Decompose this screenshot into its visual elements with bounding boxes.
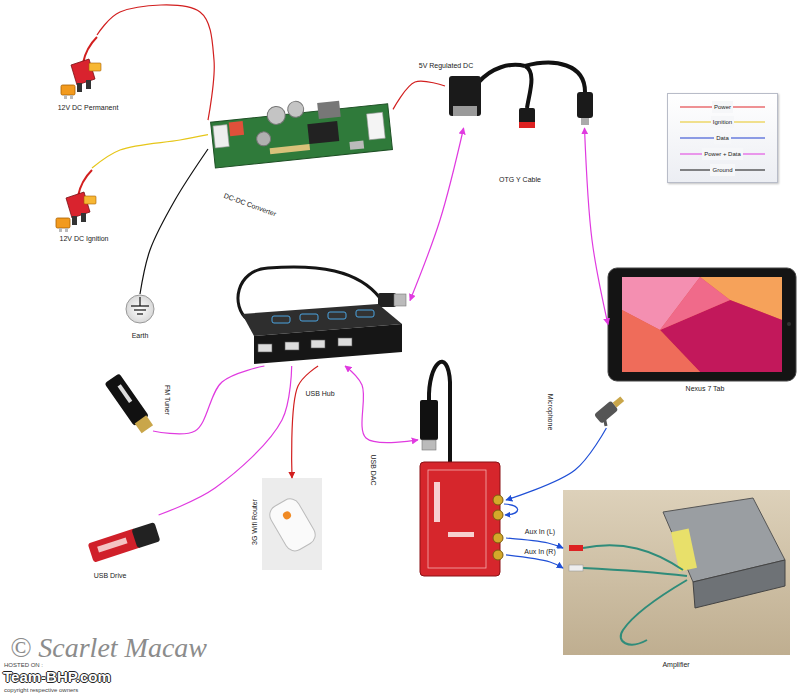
wire-connector xyxy=(92,135,208,168)
device-node: DC-DC Converter xyxy=(208,95,393,167)
device-node: 12V DC Permanent xyxy=(55,35,115,100)
loopback-arrow xyxy=(504,504,518,515)
wire-connector xyxy=(393,81,445,109)
device-node: USB DAC xyxy=(418,352,506,578)
otg-y-cable xyxy=(449,63,593,128)
watermark-text: HOSTED ON : xyxy=(4,662,43,668)
device-node: Earth xyxy=(125,294,155,324)
device-caption: USB Hub xyxy=(305,390,334,398)
wire-connector xyxy=(159,366,292,515)
legend-row: Power xyxy=(668,101,777,113)
device-node: Nexus 7 Tab xyxy=(608,268,796,381)
wire-connector xyxy=(506,538,563,548)
wire-connector xyxy=(153,366,264,434)
earth-symbol xyxy=(126,295,154,323)
wire-connector xyxy=(97,5,214,120)
device-caption: Earth xyxy=(132,332,149,340)
device-caption: 12V DC Permanent xyxy=(58,104,119,112)
usb-dac-picture xyxy=(420,362,503,576)
device-caption: 3G Wifi Router xyxy=(251,499,259,545)
legend-text: Power + Data xyxy=(702,148,743,160)
legend-text: Power xyxy=(712,101,733,113)
legend-text: Ignition xyxy=(711,116,734,128)
device-caption: USB DAC xyxy=(369,454,377,485)
usb-hub-picture xyxy=(238,267,406,364)
device-caption: USB Drive xyxy=(94,572,127,580)
device-caption: Amplifier xyxy=(662,661,689,669)
device-node: 3G Wifi Router xyxy=(262,478,322,570)
amplifier-photo xyxy=(563,490,790,655)
wire-connector xyxy=(506,428,606,500)
device-node: 12V DC Ignition xyxy=(50,168,110,232)
microphone-plug xyxy=(594,394,626,426)
wire-label: 5V Regulated DC xyxy=(418,62,474,70)
watermark-text: Team-BHP.com xyxy=(3,669,111,684)
legend-text: Ground xyxy=(710,164,734,176)
device-caption: FM Tuner xyxy=(163,385,171,415)
device-node: OTG Y Cable xyxy=(445,72,600,128)
device-node: Amplifier xyxy=(563,490,790,655)
legend-box: PowerIgnitionDataPower + DataGround xyxy=(667,93,778,183)
device-node: USB Drive xyxy=(85,515,165,570)
device-caption: OTG Y Cable xyxy=(499,176,541,184)
legend-text: Data xyxy=(714,132,731,144)
wire-connector xyxy=(140,149,208,294)
wire-connector xyxy=(506,555,563,568)
wire-label: Aux In (L) xyxy=(524,528,556,536)
router-picture xyxy=(262,478,322,570)
wire-connector xyxy=(585,128,609,325)
legend-row: Data xyxy=(668,132,777,144)
usb-drive-picture xyxy=(88,522,161,563)
wire-connector xyxy=(410,128,464,300)
tablet-picture xyxy=(608,268,796,381)
fm-tuner-picture xyxy=(104,373,154,434)
device-caption: DC-DC Converter xyxy=(223,192,278,218)
device-caption: Nexus 7 Tab xyxy=(686,385,725,393)
wire-connector xyxy=(292,366,318,478)
wire-label: Aux In (R) xyxy=(523,548,557,556)
device-node: USB Hub xyxy=(228,262,410,366)
legend-row: Ignition xyxy=(668,116,777,128)
fuse-tap-ignition xyxy=(56,170,96,232)
device-node: FM Tuner xyxy=(105,368,153,438)
dc-dc-converter-board xyxy=(209,92,392,168)
legend-row: Ground xyxy=(668,164,777,176)
legend-row: Power + Data xyxy=(668,148,777,160)
wire-connector xyxy=(345,366,418,443)
device-node: Microphone xyxy=(592,390,628,428)
fuse-tap-permanent xyxy=(61,37,101,99)
device-caption: Microphone xyxy=(546,394,554,431)
watermark-text: copyright respective owners xyxy=(4,687,78,693)
watermark-text: © Scarlet Macaw xyxy=(10,634,207,662)
device-caption: 12V DC Ignition xyxy=(59,235,108,243)
